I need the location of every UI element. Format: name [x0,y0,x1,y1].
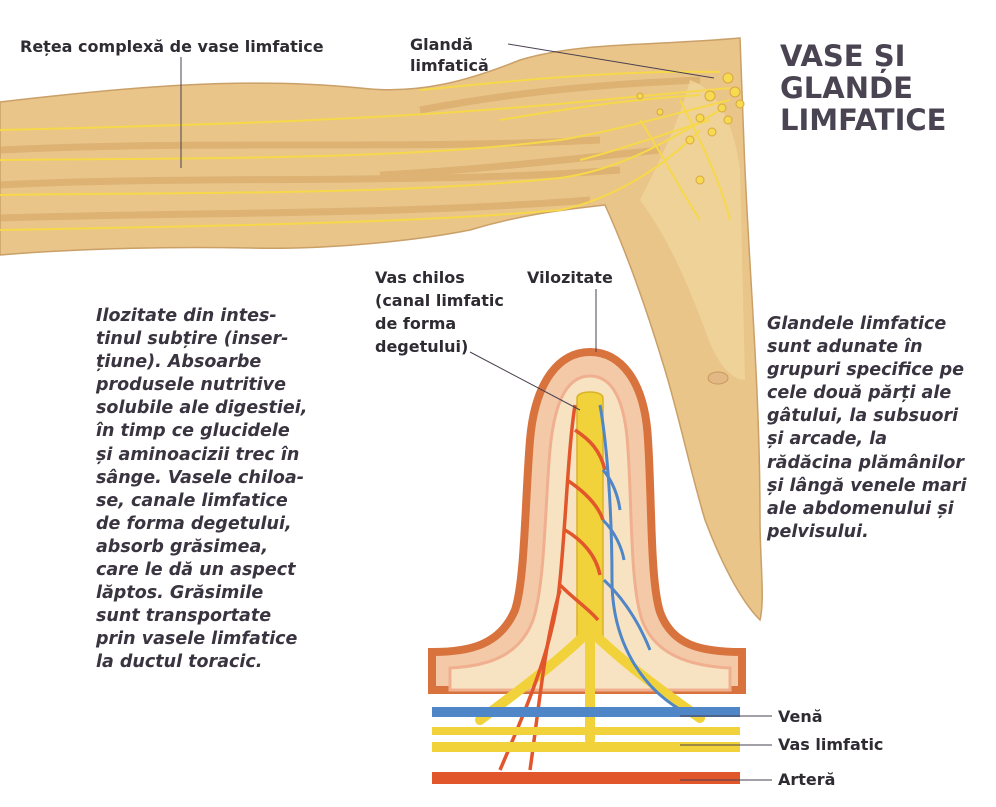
label-artery: Arteră [778,770,835,790]
title-line-1: VASE ȘI [780,40,946,72]
villus-text-line: sânge. Vasele chiloa- [96,467,307,490]
label-gland-line-1: Glandă [410,35,473,55]
label-chyle-line-1: Vas chilos [375,268,465,288]
label-chyle-line-4: degetului) [375,337,468,357]
label-vein: Venă [778,707,823,727]
glands-text-line: gâtului, la subsuori [767,405,966,428]
glands-text-line: și arcade, la [767,428,966,451]
diagram-title: VASE ȘI GLANDE LIMFATICE [780,40,946,136]
label-chyle-line-2: (canal limfatic [375,291,504,311]
villus-text-line: țiune). Absoarbe [96,351,307,374]
villus-text-line: tinul subțire (inser- [96,328,307,351]
title-line-3: LIMFATICE [780,104,946,136]
villus-text-line: solubile ale digestiei, [96,397,307,420]
villus-text-line: și aminoacizii trec în [96,444,307,467]
label-gland-line-2: limfatică [410,56,489,76]
glands-description: Glandele limfatice sunt adunate în grupu… [767,313,966,544]
title-line-2: GLANDE [780,72,946,104]
villus-text-line: lăptos. Grăsimile [96,582,307,605]
villus-text-line: în timp ce glucidele [96,420,307,443]
villus-description: Ilozitate din intes- tinul subțire (inse… [96,305,307,675]
glands-text-line: cele două părți ale [767,382,966,405]
villus-text-line: se, canale limfatice [96,490,307,513]
villus-text-line: de forma degetului, [96,513,307,536]
glands-text-line: și lângă venele mari [767,475,966,498]
lymph-band-2 [432,742,740,752]
label-villus: Vilozitate [527,268,613,288]
glands-text-line: pelvisului. [767,521,966,544]
label-lymph-network: Rețea complexă de vase limfatice [20,37,324,57]
label-lymph-vessel: Vas limfatic [778,735,883,755]
glands-text-line: rădăcina plămânilor [767,452,966,475]
glands-text-line: sunt adunate în [767,336,966,359]
glands-text-line: Glandele limfatice [767,313,966,336]
label-chyle-line-3: de forma [375,314,456,334]
villus-text-line: care le dă un aspect [96,559,307,582]
artery-band [432,772,740,784]
villus-text-line: Ilozitate din intes- [96,305,307,328]
villus-text-line: produsele nutritive [96,374,307,397]
glands-text-line: grupuri specifice pe [767,359,966,382]
glands-text-line: ale abdomenului și [767,498,966,521]
villus-text-line: prin vasele limfatice [96,628,307,651]
villus-text-line: absorb grăsimea, [96,536,307,559]
villus-text-line: la ductul toracic. [96,651,307,674]
villus-text-line: sunt transportate [96,605,307,628]
nipple [708,372,728,384]
lymph-band-1 [432,727,740,735]
